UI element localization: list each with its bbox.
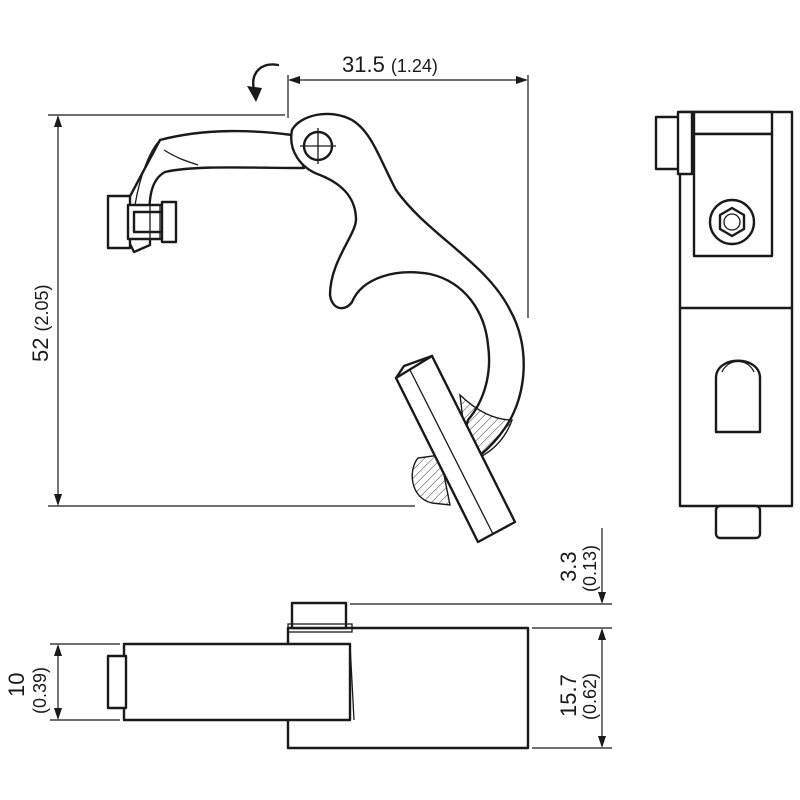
arrowhead-bottom <box>54 494 62 506</box>
arrowhead-left <box>288 76 300 84</box>
hook-end-cap <box>106 194 178 250</box>
front-view: 31.5(1.24) 52(2.05) <box>28 52 529 544</box>
dimension-offset-inch: (0.13) <box>580 545 600 592</box>
arrowhead-arm-bottom <box>54 708 62 720</box>
dimension-offset-label: 3.3 <box>556 551 581 582</box>
side-bottom-pin <box>714 504 762 540</box>
lever-bar <box>394 354 517 544</box>
rotation-arrow-icon <box>247 63 280 102</box>
hook-arm-detail <box>163 149 199 166</box>
dimension-arm-inch: (0.39) <box>30 667 50 714</box>
side-pin-top <box>721 360 755 373</box>
arrowhead-top <box>54 115 62 127</box>
bottom-arm-edge <box>349 643 355 721</box>
bottom-arm <box>122 642 352 722</box>
dimension-arm-label: 10 <box>4 673 29 697</box>
side-top-plate <box>692 110 774 136</box>
hook-arm-edge <box>134 139 161 206</box>
arrowhead-offset <box>598 592 606 604</box>
arrowhead-body-top <box>598 628 606 640</box>
side-view <box>654 110 794 540</box>
hex-socket-inner <box>723 213 741 231</box>
bottom-arm-cap <box>106 654 128 710</box>
arrowhead-right <box>516 76 528 84</box>
dimension-body-inch: (0.62) <box>580 673 600 720</box>
side-pin <box>714 359 762 434</box>
bottom-pin-flange <box>287 623 353 633</box>
dimension-height-label: 52(2.05) <box>28 284 53 362</box>
arrowhead-arm-top <box>54 644 62 656</box>
bottom-view: 3.3 (0.13) 15.7 (0.62) 10 (0.39) <box>4 528 612 750</box>
side-hinge-left <box>676 110 694 176</box>
dimension-width-label: 31.5(1.24) <box>342 52 438 77</box>
dimension-body-label: 15.7 <box>556 674 581 717</box>
arrowhead-body-bottom <box>598 736 606 748</box>
hex-socket-icon <box>718 206 746 238</box>
